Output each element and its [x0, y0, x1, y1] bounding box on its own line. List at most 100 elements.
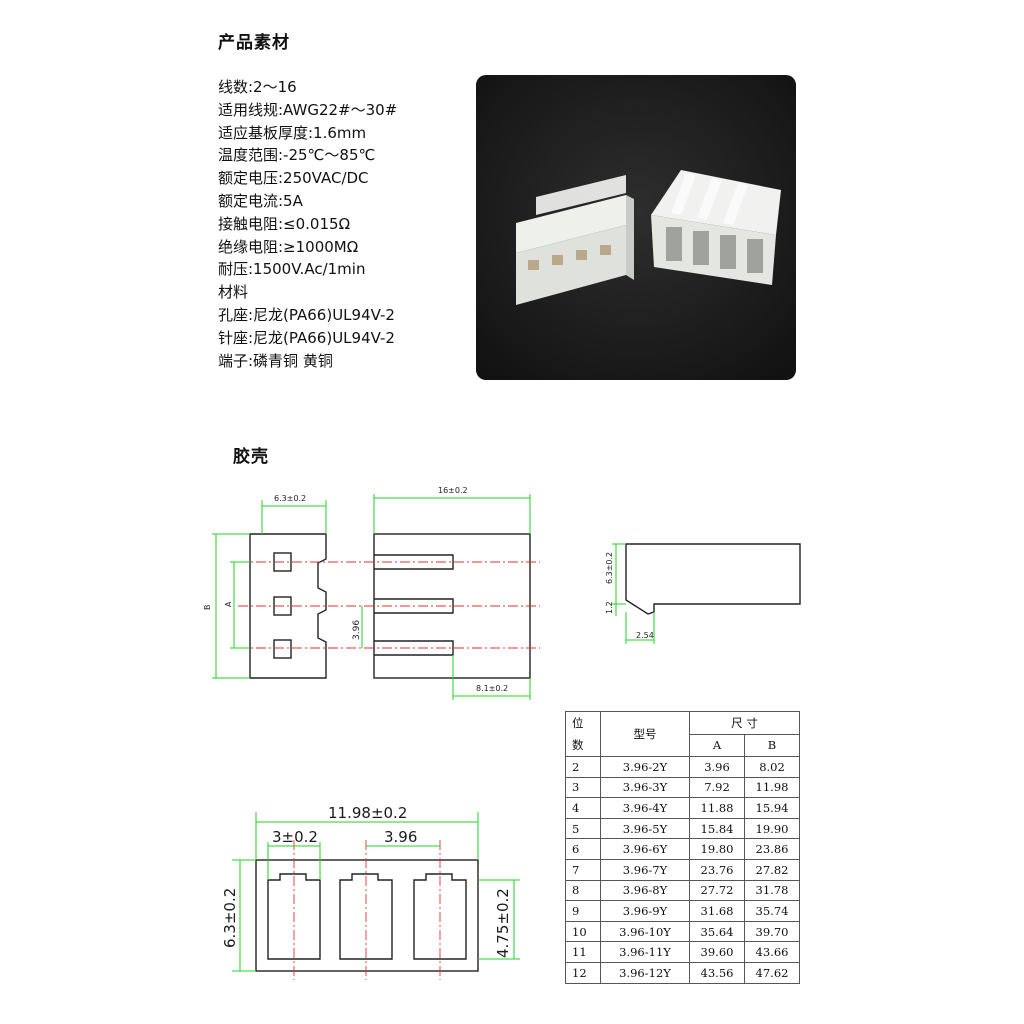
dim-label: 2.54 [636, 631, 654, 640]
cell: 3.96-11Y [600, 941, 690, 963]
header-position-1: 位 [572, 716, 584, 730]
drawing-face-view [255, 859, 479, 972]
housing-right [651, 170, 781, 285]
cell: 3.96-9Y [600, 900, 690, 922]
cell: 23.76 [689, 858, 745, 881]
cell: 27.72 [689, 879, 745, 902]
cell: 3.96-2Y [600, 756, 690, 778]
cell: 12 [565, 961, 601, 984]
spec-line: 线数:2～16 [218, 78, 297, 96]
dim-label: 4.75±0.2 [494, 888, 512, 958]
dim-label: 11.98±0.2 [328, 804, 407, 822]
cell: 3.96 [689, 756, 745, 778]
cell: 43.56 [689, 961, 745, 984]
spec-line: 温度范围:-25℃～85℃ [218, 146, 376, 165]
housing-left [516, 175, 634, 305]
cell: 5 [565, 817, 601, 840]
drawing-side-view [373, 533, 531, 679]
cell: 4 [565, 797, 601, 819]
header-size: 尺 寸 [689, 711, 800, 735]
dim-label: 6.3±0.2 [221, 888, 239, 948]
cell: 35.64 [689, 920, 745, 943]
drawing-top-profile [625, 543, 801, 615]
header-position: 位 数 [565, 711, 601, 757]
cell: 10 [565, 920, 601, 943]
spec-line: 耐压:1500V.Ac/1min [218, 260, 366, 279]
cell: 19.90 [744, 817, 800, 840]
cell: 3 [565, 776, 601, 799]
cell: 47.62 [744, 961, 800, 984]
cell: 3.96-5Y [600, 817, 690, 840]
cell: 39.60 [689, 941, 745, 963]
cell: 3.96-6Y [600, 838, 690, 860]
dim-label: 1.2 [605, 601, 614, 614]
spec-line: 绝缘电阻:≥1000MΩ [218, 237, 359, 256]
spec-line: 孔座:尼龙(PA66)UL94V-2 [218, 305, 395, 324]
cell: 43.66 [744, 941, 800, 963]
cell: 15.84 [689, 817, 745, 840]
cell: 11 [565, 941, 601, 963]
cell: 23.86 [744, 838, 800, 860]
header-position-2: 数 [572, 738, 584, 752]
dim-label: 3.96 [384, 828, 417, 846]
cell: 3.96-3Y [600, 776, 690, 799]
spec-line: 针座:尼龙(PA66)UL94V-2 [218, 328, 395, 347]
section-title-product: 产品素材 [218, 33, 290, 53]
cell: 7 [565, 858, 601, 881]
dim-label: 3±0.2 [272, 828, 318, 846]
cell: 2 [565, 756, 601, 778]
spec-line: 材料 [218, 283, 249, 302]
header-model: 型号 [600, 711, 690, 757]
spec-line: 适应基板厚度:1.6mm [218, 123, 367, 142]
cell: 11.88 [689, 797, 745, 819]
cell: 7.92 [689, 776, 745, 799]
spec-line: 额定电压:250VAC/DC [218, 169, 369, 188]
cell: 9 [565, 900, 601, 922]
cell: 39.70 [744, 920, 800, 943]
cell: 3.96-4Y [600, 797, 690, 819]
cell: 31.78 [744, 879, 800, 902]
cell: 3.96-10Y [600, 920, 690, 943]
spec-list: 线数:2～16 适用线规:AWG22#～30# 适应基板厚度:1.6mm 温度范… [218, 76, 397, 372]
dim-label: 3.96 [352, 620, 362, 640]
spec-line: 适用线规:AWG22#～30# [218, 100, 398, 119]
header-b: B [744, 733, 800, 757]
cell: 15.94 [744, 797, 800, 819]
cell: 6 [565, 838, 601, 860]
spec-line: 额定电流:5A [218, 191, 303, 210]
cell: 27.82 [744, 858, 800, 881]
dim-label: 6.3±0.2 [605, 552, 614, 584]
dim-label: A [224, 601, 233, 607]
cell: 11.98 [744, 776, 800, 799]
cell: 3.96-12Y [600, 961, 690, 984]
table-header-row: 位 数 型号 尺 寸 [565, 711, 800, 757]
spec-line: 接触电阻:≤0.015Ω [218, 214, 351, 233]
product-photo [476, 75, 796, 380]
cell: 3.96-8Y [600, 879, 690, 902]
cell: 3.96-7Y [600, 858, 690, 881]
spec-line: 端子:磷青铜 黄铜 [218, 351, 333, 370]
table-subheader-row: A B [566, 733, 800, 757]
cell: 31.68 [689, 900, 745, 922]
cell: 19.80 [689, 838, 745, 860]
section-title-housing: 胶壳 [233, 447, 269, 467]
cell: 35.74 [744, 900, 800, 922]
dim-label: 6.3±0.2 [274, 494, 306, 503]
header-a: A [689, 733, 745, 757]
cell: 8.02 [744, 756, 800, 778]
dim-label: B [203, 605, 212, 611]
dim-label: 16±0.2 [438, 486, 468, 495]
